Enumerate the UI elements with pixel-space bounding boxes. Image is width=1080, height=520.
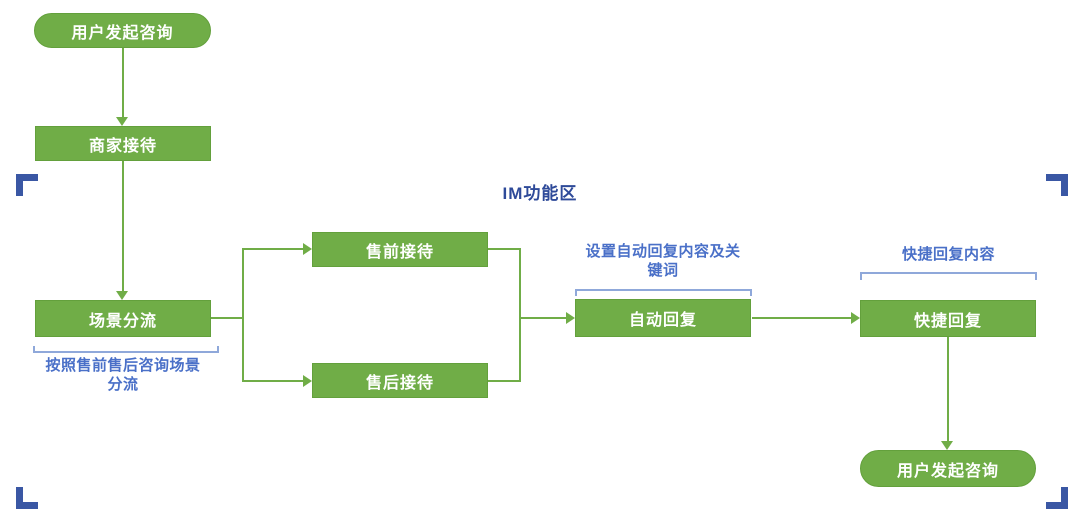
connector-branch-to-aftersale (242, 380, 303, 382)
arrowhead-aftersale (303, 375, 312, 387)
connector-autoreply-to-quickreply (752, 317, 851, 319)
bracket-scene-split-icon (33, 346, 219, 353)
note-scene-split: 按照售前售后咨询场景分流 (45, 357, 201, 393)
connector-presale-out (488, 248, 521, 250)
node-merchant-reception: 商家接待 (35, 126, 211, 161)
connector-branch-vertical (242, 248, 244, 382)
node-auto-reply: 自动回复 (575, 299, 751, 337)
connector-aftersale-out (488, 380, 521, 382)
node-scene-split: 场景分流 (35, 300, 211, 337)
zone-corner-top-right-icon (1046, 174, 1068, 196)
node-user-start: 用户发起咨询 (34, 13, 211, 48)
arrowhead-autoreply (566, 312, 575, 324)
zone-title: IM功能区 (502, 184, 578, 203)
node-presale-reception: 售前接待 (312, 232, 488, 267)
arrowhead-end (941, 441, 953, 450)
connector-split-out (211, 317, 244, 319)
bracket-auto-reply-icon (575, 289, 752, 296)
node-aftersale-reception: 售后接待 (312, 363, 488, 398)
arrowhead-quickreply (851, 312, 860, 324)
arrowhead-split (116, 291, 128, 300)
connector-merge-to-autoreply (519, 317, 566, 319)
connector-start-to-merchant (122, 48, 124, 117)
note-quick-reply: 快捷回复内容 (901, 246, 995, 263)
note-auto-reply: 设置自动回复内容及关键词 (585, 243, 741, 279)
connector-merchant-to-split (122, 161, 124, 291)
zone-corner-bottom-right-icon (1046, 487, 1068, 509)
node-quick-reply: 快捷回复 (860, 300, 1036, 337)
bracket-quick-reply-icon (860, 272, 1037, 280)
connector-merge-vertical (519, 248, 521, 382)
arrowhead-presale (303, 243, 312, 255)
node-user-end: 用户发起咨询 (860, 450, 1036, 487)
zone-corner-top-left-icon (16, 174, 38, 196)
arrowhead-merchant (116, 117, 128, 126)
connector-branch-to-presale (242, 248, 303, 250)
connector-quickreply-to-end (947, 337, 949, 441)
zone-corner-bottom-left-icon (16, 487, 38, 509)
